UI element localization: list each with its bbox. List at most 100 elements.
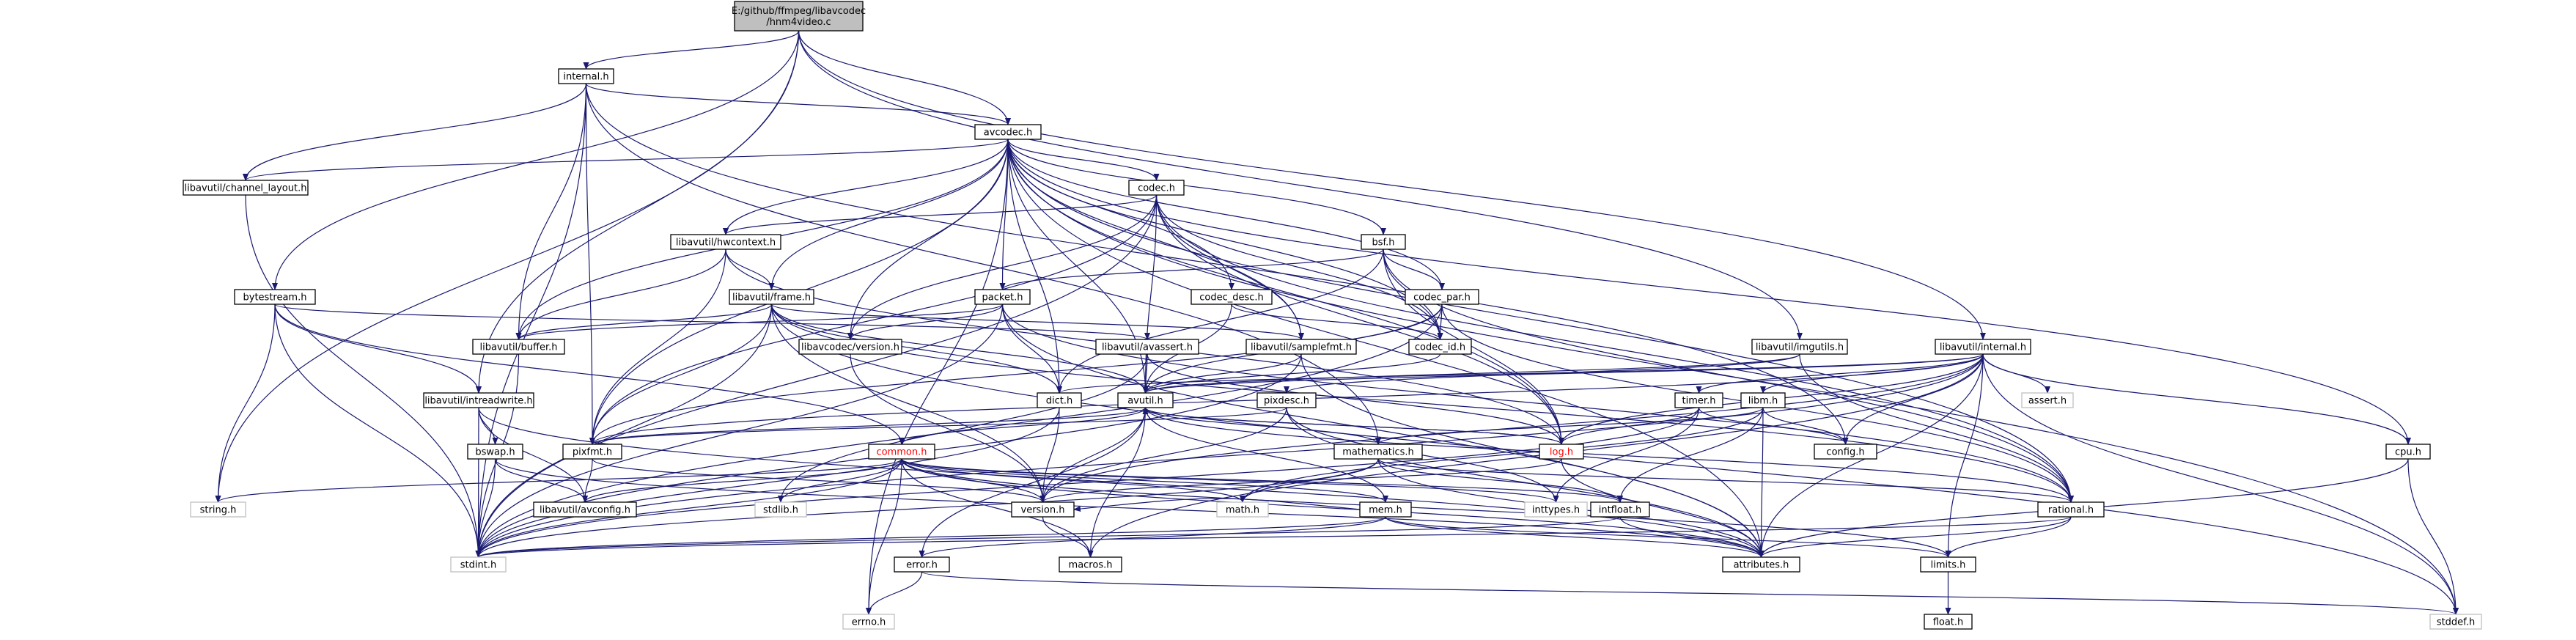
edge-mem_h-to-stdint_h <box>475 516 1386 558</box>
node-box <box>754 501 807 518</box>
node-frame-h[interactable]: libavutil/frame.h <box>729 289 814 305</box>
node-codec-par-h[interactable]: codec_par.h <box>1405 289 1479 305</box>
edge-avutil_h-to-macros_h <box>1087 407 1147 558</box>
node-label: codec.h <box>1138 183 1175 194</box>
node-packet-h[interactable]: packet.h <box>974 289 1031 305</box>
node-box <box>1333 444 1423 460</box>
edges-layer <box>215 30 2459 615</box>
node-label: stddef.h <box>2437 617 2475 628</box>
node-intfloat-h[interactable]: intfloat.h <box>1590 501 1650 518</box>
node-string-h: string.h <box>190 501 246 518</box>
node-box <box>1935 339 2031 355</box>
node-config-h[interactable]: config.h <box>1814 444 1877 460</box>
edge-codec_h-to-codec_id_h <box>1155 194 1443 340</box>
edge-bytestream_h-to-string_h <box>215 304 276 503</box>
node-imgutils-h[interactable]: libavutil/imgutils.h <box>1751 339 1848 355</box>
node-timer-h[interactable]: timer.h <box>1674 392 1723 408</box>
node-pixdesc-h[interactable]: pixdesc.h <box>1256 392 1317 408</box>
edge-pixdesc_h-to-attributes_h <box>1286 407 1764 558</box>
edge-avcodec_h-to-frame_h <box>768 139 1009 290</box>
node-lavu-internal-h[interactable]: libavutil/internal.h <box>1935 339 2031 355</box>
node-libm-h[interactable]: libm.h <box>1740 392 1786 408</box>
edge-frame_h-to-samplefmt_h <box>770 304 1304 340</box>
node-common-h[interactable]: common.h <box>868 444 935 460</box>
node-label: mem.h <box>1369 505 1402 516</box>
node-label: libavutil/intreadwrite.h <box>424 396 532 407</box>
node-avutil-h[interactable]: avutil.h <box>1117 392 1174 408</box>
node-cpu-h[interactable]: cpu.h <box>2385 444 2431 460</box>
edge-codec_h-to-rational_h <box>1155 194 2074 503</box>
node-avassert-h[interactable]: libavutil/avassert.h <box>1095 339 1199 355</box>
node-buffer-h[interactable]: libavutil/buffer.h <box>472 339 565 355</box>
edge-packet_h-to-dict_h <box>1001 304 1062 394</box>
edge-mathematics_h-to-intfloat_h <box>1377 458 1623 503</box>
node-label: float.h <box>1933 617 1964 628</box>
edge-dict_h-to-version_h <box>1039 407 1060 503</box>
node-box <box>1920 556 1976 573</box>
node-bswap-h[interactable]: bswap.h <box>467 444 523 460</box>
node-codec-id-h[interactable]: codec_id.h <box>1408 339 1472 355</box>
node-codec-desc-h[interactable]: codec_desc.h <box>1191 289 1273 305</box>
node-hwcontext-h[interactable]: libavutil/hwcontext.h <box>670 234 781 250</box>
node-label: version.h <box>1021 505 1065 516</box>
node-label: attributes.h <box>1734 560 1789 571</box>
node-bytestream-h[interactable]: bytestream.h <box>234 289 316 305</box>
node-log-h[interactable]: log.h <box>1539 444 1584 460</box>
node-box <box>1359 501 1412 518</box>
node-mem-h[interactable]: mem.h <box>1359 501 1412 518</box>
node-avcodec-h[interactable]: avcodec.h <box>974 124 1042 140</box>
node-float-h[interactable]: float.h <box>1924 614 1973 630</box>
node-box <box>472 339 565 355</box>
edge-bytestream_h-to-common_h <box>274 304 905 445</box>
node-label: codec_desc.h <box>1199 293 1264 304</box>
node-box <box>562 444 622 460</box>
node-pixfmt-h[interactable]: pixfmt.h <box>562 444 622 460</box>
edge-avutil_h-to-mathematics_h <box>1144 407 1381 445</box>
edge-common_h-to-math_h <box>901 458 1245 503</box>
node-hnm4video[interactable]: E:/github/ffmpeg/libavcodec/hnm4video.c <box>732 1 866 32</box>
node-limits-h[interactable]: limits.h <box>1920 556 1976 573</box>
edge-mathematics_h-to-rational_h <box>1377 458 2074 503</box>
edge-lavu_internal_h-to-stddef_h <box>1982 353 2459 615</box>
node-label: bswap.h <box>475 447 515 458</box>
edge-avcodec_h-to-rational_h <box>1007 139 2074 503</box>
node-box <box>1117 392 1174 408</box>
edge-timer_h-to-log_h <box>1559 407 1700 445</box>
edge-lavu_internal_h-to-limits_h <box>1945 353 1984 558</box>
node-label: stdlib.h <box>763 505 798 516</box>
node-label: assert.h <box>2028 396 2067 407</box>
edge-common_h-to-version_h <box>901 458 1046 503</box>
node-label: libavutil/internal.h <box>1940 342 2026 353</box>
node-avconfig-h[interactable]: libavutil/avconfig.h <box>533 501 637 518</box>
node-internal-h[interactable]: internal.h <box>558 68 614 84</box>
node-codec-h[interactable]: codec.h <box>1128 180 1185 196</box>
node-mathematics-h[interactable]: mathematics.h <box>1333 444 1423 460</box>
node-errno-h: errno.h <box>842 614 895 630</box>
node-lavc-version-h[interactable]: libavcodec/version.h <box>798 339 902 355</box>
node-macros-h[interactable]: macros.h <box>1059 556 1122 573</box>
node-label: packet.h <box>982 293 1023 304</box>
node-bsf-h[interactable]: bsf.h <box>1361 234 1406 250</box>
edge-internal_h-to-buffer_h <box>515 83 587 340</box>
node-stdint-h: stdint.h <box>450 556 507 573</box>
edge-bswap_h-to-stdint_h <box>475 458 496 558</box>
node-attributes-h[interactable]: attributes.h <box>1722 556 1800 573</box>
node-label: libavutil/avassert.h <box>1102 342 1193 353</box>
node-label: timer.h <box>1682 396 1716 407</box>
node-channel-layout-h[interactable]: libavutil/channel_layout.h <box>183 180 309 196</box>
node-box <box>2385 444 2431 460</box>
edge-error_h-to-stddef_h <box>921 571 2459 615</box>
node-box <box>868 444 935 460</box>
edge-avutil_h-to-pixfmt_h <box>589 407 1147 445</box>
node-intreadwrite-h[interactable]: libavutil/intreadwrite.h <box>423 392 534 408</box>
node-error-h[interactable]: error.h <box>894 556 950 573</box>
node-rational-h[interactable]: rational.h <box>2037 501 2105 518</box>
edge-packet_h-to-buffer_h <box>515 304 1004 340</box>
node-samplefmt-h[interactable]: libavutil/samplefmt.h <box>1245 339 1357 355</box>
node-label: errno.h <box>852 617 886 628</box>
node-label: cpu.h <box>2395 447 2421 458</box>
node-box <box>842 614 895 630</box>
node-dict-h[interactable]: dict.h <box>1037 392 1082 408</box>
edge-bswap_h-to-avconfig_h <box>494 458 588 503</box>
node-version-h[interactable]: version.h <box>1011 501 1075 518</box>
